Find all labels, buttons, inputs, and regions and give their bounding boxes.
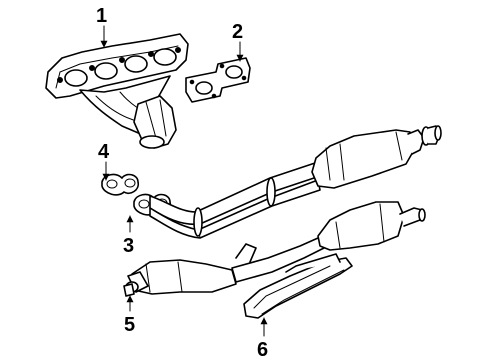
callout-2: 2 xyxy=(232,21,243,43)
muffler-assembly xyxy=(131,201,426,295)
exhaust-manifold xyxy=(45,33,189,149)
callout-4: 4 xyxy=(98,141,110,163)
callout-5: 5 xyxy=(124,314,135,336)
muffler-inlet xyxy=(123,271,149,297)
catalytic-converter xyxy=(311,125,442,189)
callout-3: 3 xyxy=(123,235,134,257)
heat-shield xyxy=(243,253,353,319)
callout-6: 6 xyxy=(257,339,268,360)
callout-1: 1 xyxy=(96,5,107,27)
manifold-gasket xyxy=(185,57,251,103)
callout-leaders xyxy=(100,25,268,337)
front-pipe xyxy=(149,161,321,239)
flange-gasket-pair xyxy=(101,173,140,196)
